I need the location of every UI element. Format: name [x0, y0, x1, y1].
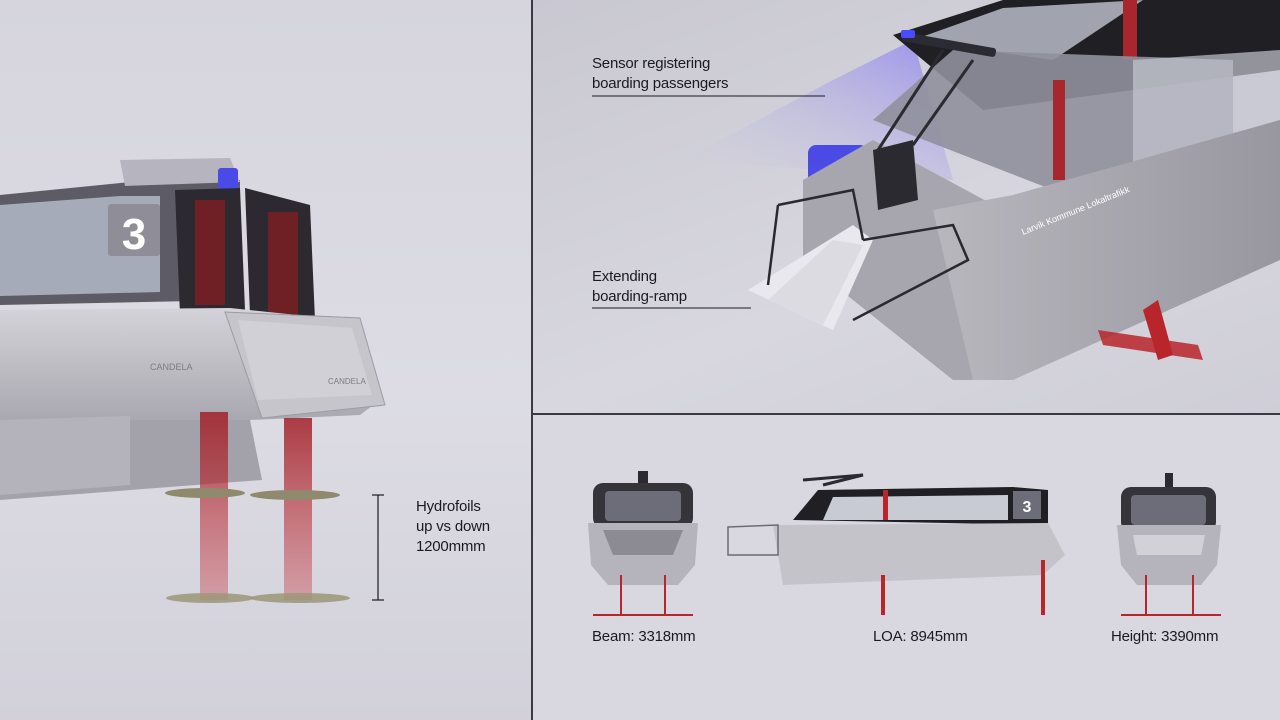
boarding-ramp-illustration: Larvik Kommune Lokaltrafikk [592, 0, 1280, 380]
brand-mark-left: CANDELA [150, 362, 193, 372]
sensor-callout-line2: boarding passengers [592, 75, 729, 92]
side-hull-number: 3 [1023, 499, 1032, 516]
ramp-callout: Extending boarding-ramp [592, 267, 687, 307]
sensor-callout-line1: Sensor registering [592, 55, 711, 72]
hydrofoil-annotation-line3: 1200mmm [416, 538, 486, 555]
front-view [588, 471, 698, 616]
beam-dimension-label: Beam: 3318mm [592, 628, 696, 645]
dimensions-panel: 3 Beam: 3318mm LOA: 8945mm Height: 3390m… [533, 415, 1280, 720]
ramp-callout-line2: boarding-ramp [592, 288, 687, 305]
hydrofoil-annotation-line2: up vs down [416, 518, 490, 535]
loa-dimension-label: LOA: 8945mm [873, 628, 968, 645]
side-view: 3 [727, 473, 1065, 615]
ramp-callout-line1: Extending [592, 268, 657, 285]
hydrofoil-annotation: Hydrofoils up vs down 1200mmm [416, 497, 490, 557]
hydrofoil-closeup-panel: 3 CANDELA CANDELA Hydrofoils up vs down … [0, 0, 531, 720]
height-dimension-label: Height: 3390mm [1111, 628, 1219, 645]
brand-mark-right: CANDELA [328, 377, 366, 386]
hydrofoil-illustration: 3 CANDELA CANDELA [0, 158, 386, 603]
rear-view [1117, 473, 1221, 616]
three-view-drawing: 3 [588, 471, 1221, 616]
vertical-divider [531, 0, 533, 720]
hydrofoil-annotation-line1: Hydrofoils [416, 498, 481, 515]
boarding-ramp-panel: Larvik Kommune Lokaltrafikk Sensor regis… [533, 0, 1280, 413]
horizontal-divider [533, 413, 1280, 415]
hull-number-text: 3 [122, 210, 146, 259]
sensor-callout: Sensor registering boarding passengers [592, 54, 729, 94]
